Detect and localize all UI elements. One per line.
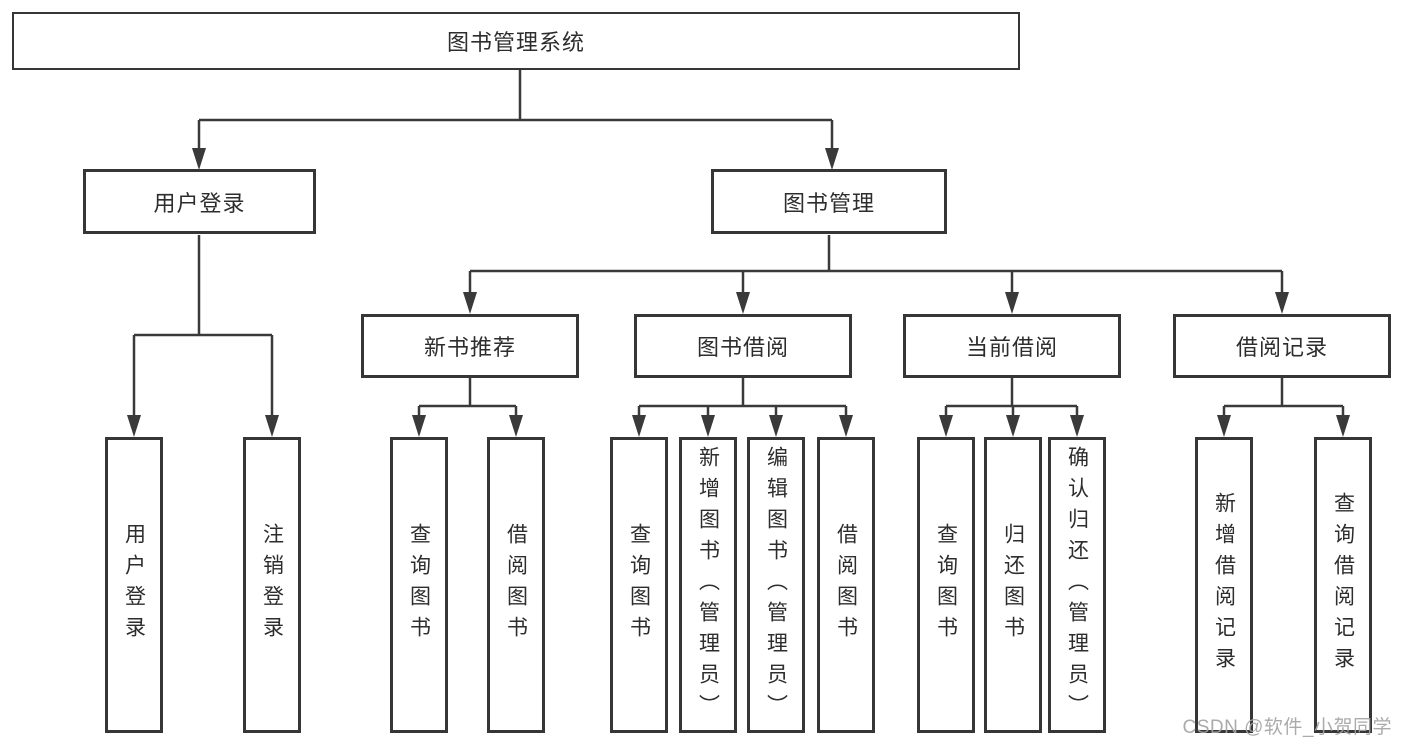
node-leaf-query-books-recommend: 查询图书 xyxy=(390,437,448,733)
leaf-label: 确认归还（管理员） xyxy=(1065,445,1089,725)
node-leaf-user-login: 用户登录 xyxy=(105,437,163,733)
node-leaf-return-books: 归还图书 xyxy=(984,437,1042,733)
node-book-borrow: 图书借阅 xyxy=(634,314,852,378)
leaf-label: 新增借阅记录 xyxy=(1212,492,1236,678)
node-leaf-borrow-books: 借阅图书 xyxy=(817,437,875,733)
csdn-watermark: CSDN @软件_小贺同学 xyxy=(1182,717,1392,738)
node-leaf-query-books-borrow: 查询图书 xyxy=(610,437,668,733)
arrowheads xyxy=(127,148,1350,437)
node-leaf-logout: 注销登录 xyxy=(243,437,301,733)
leaf-label: 查询图书 xyxy=(934,523,958,647)
node-user-login: 用户登录 xyxy=(83,169,316,234)
leaf-label: 查询图书 xyxy=(407,523,431,647)
node-leaf-confirm-return-admin: 确认归还（管理员） xyxy=(1048,437,1106,733)
leaf-label: 查询图书 xyxy=(627,523,651,647)
leaf-label: 注销登录 xyxy=(260,523,284,647)
node-leaf-query-borrow-record: 查询借阅记录 xyxy=(1314,437,1372,733)
leaf-label: 借阅图书 xyxy=(834,523,858,647)
node-leaf-borrow-books-recommend: 借阅图书 xyxy=(487,437,545,733)
leaf-label: 查询借阅记录 xyxy=(1331,492,1355,678)
node-borrow-records: 借阅记录 xyxy=(1173,314,1391,378)
leaf-label: 编辑图书（管理员） xyxy=(764,445,788,725)
leaf-label: 新增图书（管理员） xyxy=(696,445,720,725)
node-leaf-edit-books-admin: 编辑图书（管理员） xyxy=(747,437,805,733)
node-book-management: 图书管理 xyxy=(711,169,947,234)
node-current-borrow: 当前借阅 xyxy=(903,314,1121,378)
node-library-management-system: 图书管理系统 xyxy=(12,12,1020,70)
leaf-label: 归还图书 xyxy=(1001,523,1025,647)
node-new-book-recommend: 新书推荐 xyxy=(361,314,579,378)
node-leaf-add-books-admin: 新增图书（管理员） xyxy=(679,437,737,733)
leaf-label: 借阅图书 xyxy=(504,523,528,647)
node-leaf-add-borrow-record: 新增借阅记录 xyxy=(1195,437,1253,733)
node-leaf-query-books-current: 查询图书 xyxy=(917,437,975,733)
leaf-label: 用户登录 xyxy=(122,523,146,647)
